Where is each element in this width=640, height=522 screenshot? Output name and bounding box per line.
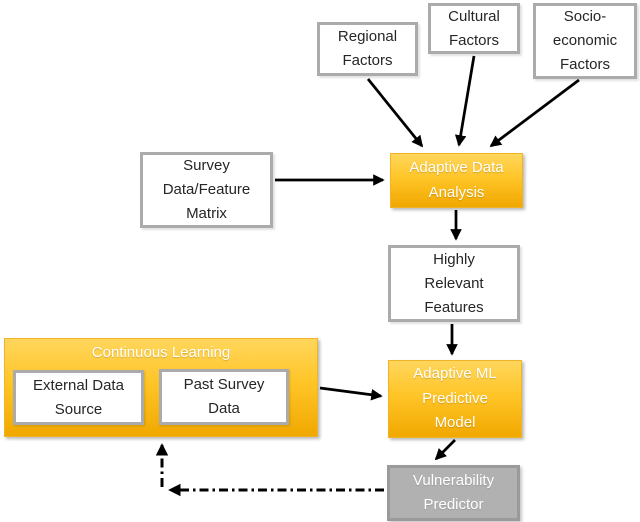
node-label: External Data Source: [33, 376, 124, 418]
edge-cl-to-aml: [319, 386, 383, 401]
node-highly-relevant-features: Highly Relevant Features: [388, 245, 520, 322]
node-cultural-factors: Cultural Factors: [428, 3, 520, 54]
node-adaptive-data-analysis: Adaptive Data Analysis: [390, 153, 523, 208]
group-title: Continuous Learning: [91, 344, 231, 361]
node-survey-data-feature-matrix: Survey Data/Feature Matrix: [140, 152, 273, 228]
node-label: Regional Factors: [337, 28, 398, 69]
node-label: Survey Data/Feature Matrix: [162, 157, 251, 222]
node-label: Cultural Factors: [448, 7, 500, 49]
node-label: Past Survey Data: [183, 376, 265, 417]
edge-regional-to-ada: [366, 78, 424, 148]
node-external-data-source: External Data Source: [13, 370, 144, 425]
node-label: Adaptive ML Predictive Model: [413, 364, 497, 432]
node-adaptive-ml-predictive-model: Adaptive ML Predictive Model: [388, 360, 522, 438]
group-continuous-learning: Continuous Learning External Data Source…: [4, 338, 318, 437]
edge-socio-to-ada: [489, 78, 580, 148]
node-vulnerability-predictor: Vulnerability Predictor: [387, 465, 520, 521]
node-socio-economic-factors: Socio- economic Factors: [533, 3, 637, 79]
node-label: Adaptive Data Analysis: [409, 158, 504, 201]
node-label: Socio- economic Factors: [552, 8, 618, 73]
node-regional-factors: Regional Factors: [317, 22, 418, 76]
node-label: Vulnerability Predictor: [412, 472, 495, 513]
edge-cultural-to-ada: [454, 55, 476, 147]
edge-aml-to-vp: [434, 439, 456, 461]
node-past-survey-data: Past Survey Data: [159, 369, 289, 425]
node-label: Highly Relevant Features: [424, 250, 484, 316]
